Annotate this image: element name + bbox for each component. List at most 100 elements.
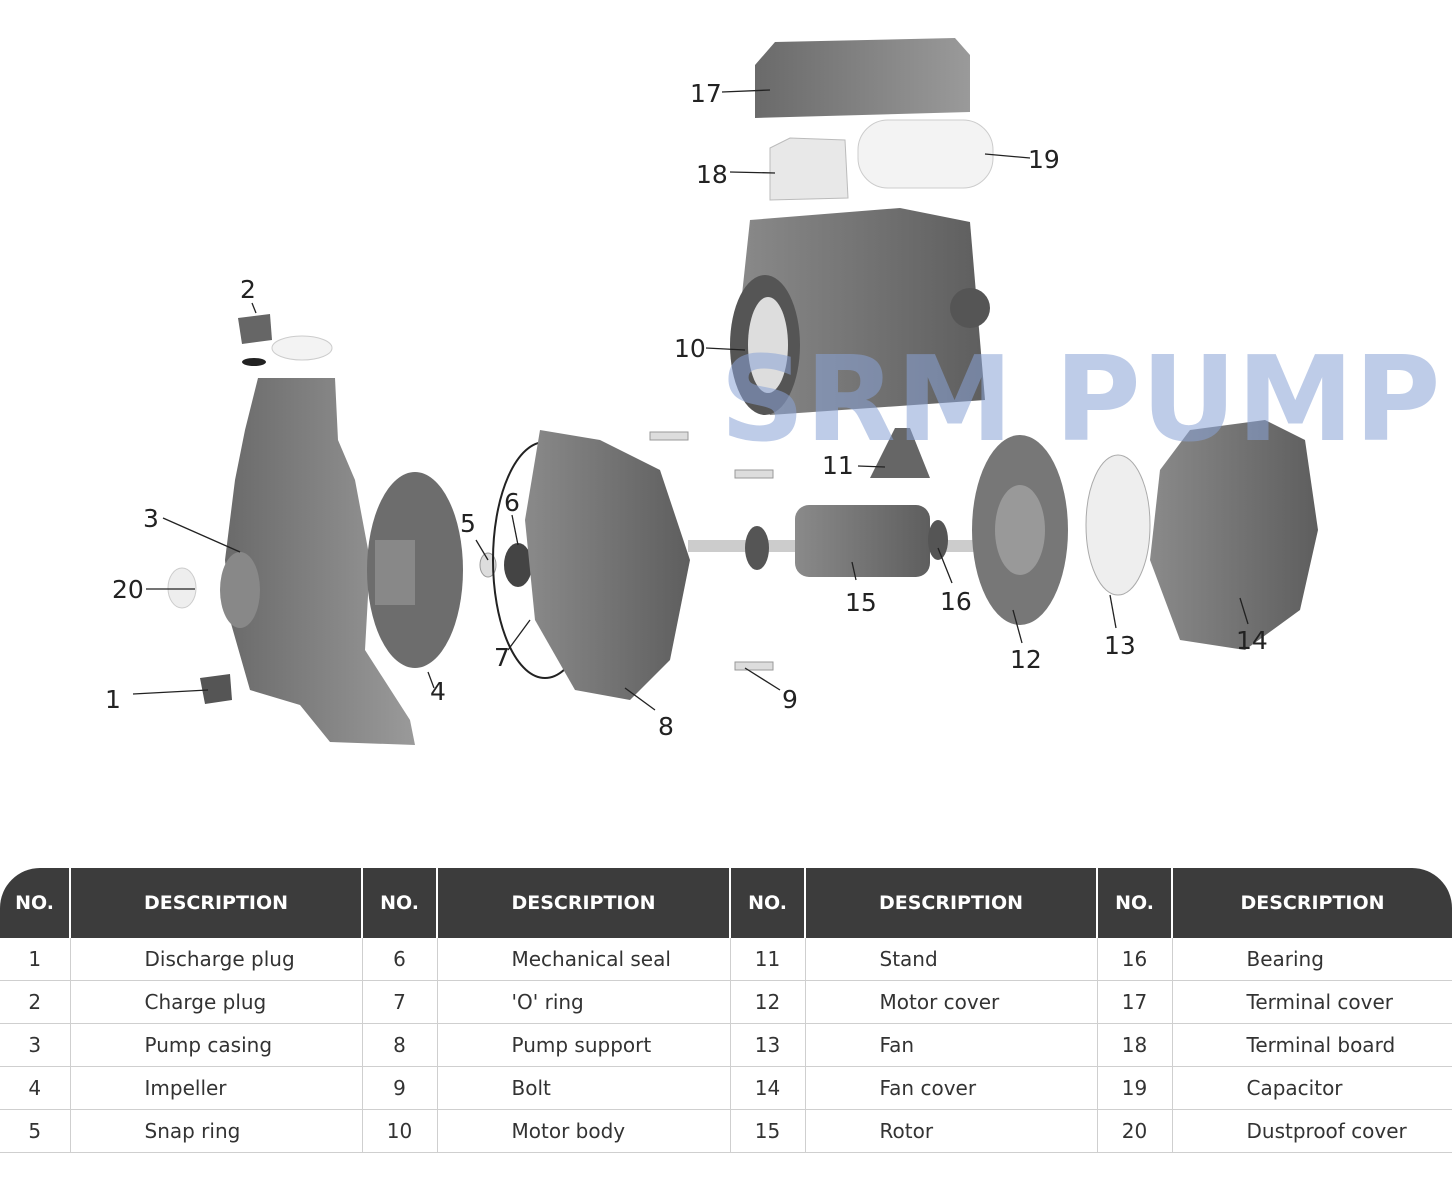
callout-label: 4: [430, 677, 446, 706]
part-number: 17: [1097, 980, 1173, 1024]
bolt-part: [649, 431, 689, 441]
bolt-part: [734, 661, 774, 671]
part-description: Dustproof cover: [1172, 1109, 1452, 1153]
leader-line: [1012, 609, 1023, 644]
charge-plug-washer: [242, 358, 266, 366]
callout-label: 17: [690, 79, 722, 108]
callout-label: 20: [112, 575, 144, 604]
bearing-part: [928, 520, 948, 560]
part-description: Stand: [805, 938, 1098, 981]
terminal-cover-part: [755, 38, 970, 118]
part-number: 18: [1097, 1023, 1173, 1067]
watermark: SRM PUMP: [720, 330, 1441, 468]
pump-support-part: [525, 430, 690, 700]
header-description: DESCRIPTION: [805, 868, 1098, 938]
part-description: Motor cover: [805, 980, 1098, 1024]
part-number: 11: [730, 938, 806, 981]
leader-line: [851, 561, 857, 581]
header-no: NO.: [362, 868, 438, 938]
charge-plug-cap: [271, 335, 333, 361]
leader-line: [475, 539, 489, 561]
leader-line: [511, 514, 519, 546]
part-description: Impeller: [70, 1066, 363, 1110]
callout-label: 7: [494, 643, 510, 672]
header-description: DESCRIPTION: [437, 868, 731, 938]
part-number: 16: [1097, 938, 1173, 981]
terminal-board-part: [769, 137, 849, 201]
motor-cover-hub: [995, 485, 1045, 575]
part-number: 7: [362, 980, 438, 1024]
pump-casing-part: [225, 378, 415, 745]
callout-label: 15: [845, 588, 877, 617]
part-description: Pump casing: [70, 1023, 363, 1067]
table-header-row: NO. DESCRIPTION NO. DESCRIPTION NO. DESC…: [0, 868, 1452, 938]
callout-label: 2: [240, 275, 256, 304]
part-number: 10: [362, 1109, 438, 1153]
callout-label: 9: [782, 685, 798, 714]
leader-line: [1109, 594, 1117, 629]
part-description: Rotor: [805, 1109, 1098, 1153]
leader-line: [162, 517, 241, 553]
header-description: DESCRIPTION: [1172, 868, 1452, 938]
bolt-part: [734, 469, 774, 479]
part-number: 5: [0, 1109, 71, 1153]
motor-body-opening-inner: [748, 297, 788, 393]
leader-line: [427, 671, 435, 689]
part-number: 15: [730, 1109, 806, 1153]
charge-plug-part: [238, 314, 272, 344]
leader-line: [251, 302, 257, 314]
mechanical-seal-part: [504, 543, 532, 587]
part-number: 6: [362, 938, 438, 981]
part-description: Motor body: [437, 1109, 731, 1153]
header-description: DESCRIPTION: [70, 868, 363, 938]
rotor-part: [795, 505, 930, 577]
callout-label: 6: [504, 488, 520, 517]
callout-label: 18: [696, 160, 728, 189]
dustproof-cover-part: [167, 567, 197, 609]
callout-label: 3: [143, 504, 159, 533]
part-description: Terminal cover: [1172, 980, 1452, 1024]
snap-ring-part: [479, 552, 497, 578]
part-description: Fan cover: [805, 1066, 1098, 1110]
part-number: 1: [0, 938, 71, 981]
part-number: 14: [730, 1066, 806, 1110]
leader-line: [624, 687, 656, 711]
leader-line: [507, 619, 531, 651]
part-description: Bolt: [437, 1066, 731, 1110]
part-number: 19: [1097, 1066, 1173, 1110]
part-description: Capacitor: [1172, 1066, 1452, 1110]
part-number: 13: [730, 1023, 806, 1067]
callout-label: 10: [674, 334, 706, 363]
part-description: Fan: [805, 1023, 1098, 1067]
leader-line: [721, 89, 771, 93]
part-number: 20: [1097, 1109, 1173, 1153]
part-description: Mechanical seal: [437, 938, 731, 981]
leader-line: [729, 171, 776, 174]
part-number: 3: [0, 1023, 71, 1067]
part-description: 'O' ring: [437, 980, 731, 1024]
callout-label: 1: [105, 685, 121, 714]
callout-label: 5: [460, 509, 476, 538]
leader-line: [1239, 597, 1249, 625]
part-number: 2: [0, 980, 71, 1024]
fan-part: [1085, 454, 1151, 596]
callout-label: 14: [1236, 626, 1268, 655]
part-description: Charge plug: [70, 980, 363, 1024]
part-description: Terminal board: [1172, 1023, 1452, 1067]
part-number: 12: [730, 980, 806, 1024]
header-no: NO.: [1097, 868, 1173, 938]
part-number: 9: [362, 1066, 438, 1110]
capacitor-part: [857, 119, 994, 189]
part-description: Pump support: [437, 1023, 731, 1067]
discharge-plug-part: [200, 674, 232, 704]
impeller-hub: [375, 540, 415, 605]
part-number: 4: [0, 1066, 71, 1110]
callout-label: 13: [1104, 631, 1136, 660]
leader-line: [857, 465, 886, 468]
